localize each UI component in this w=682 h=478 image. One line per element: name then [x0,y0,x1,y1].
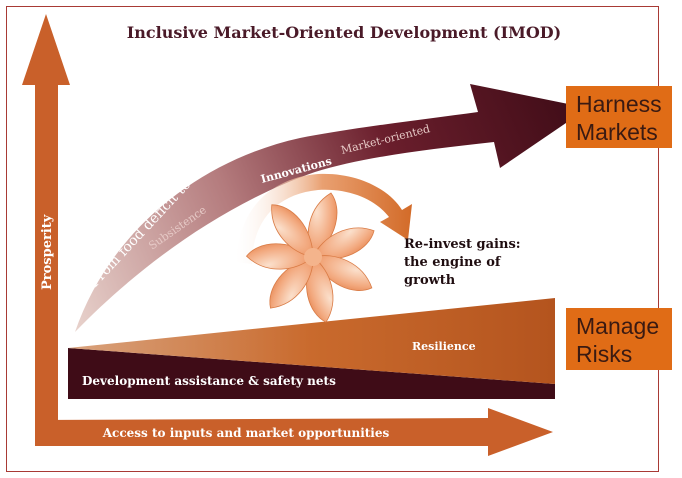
manage-line-2: Risks [576,341,633,367]
diagram-title: Inclusive Market-Oriented Development (I… [127,23,561,42]
prosperity-axis-arrow [22,14,70,420]
manage-risks-box: Manage Risks [566,308,672,370]
reinvest-line-3: growth [404,273,456,288]
harness-line-2: Markets [576,119,658,145]
reinvest-label: Re-invest gains: the engine of growth [404,237,525,288]
harness-markets-box: Harness Markets [566,86,672,148]
manage-line-1: Manage [576,313,660,339]
harness-line-1: Harness [576,91,662,117]
resilience-wedge [68,298,555,384]
access-axis-arrow [35,408,553,456]
innovations-arc [236,173,412,264]
development-label: Development assistance & safety nets [82,374,336,388]
reinvest-line-2: the engine of [404,255,502,270]
development-wedge-dark [68,348,555,399]
prosperity-label: Prosperity [40,214,55,290]
resilience-label: Resilience [412,340,476,353]
trajectory-arrow [75,84,588,332]
diagram-frame [6,6,659,472]
access-label: Access to inputs and market opportunitie… [102,426,390,440]
reinvest-line-1: Re-invest gains: [404,237,521,252]
engine-fan-icon [245,192,375,323]
